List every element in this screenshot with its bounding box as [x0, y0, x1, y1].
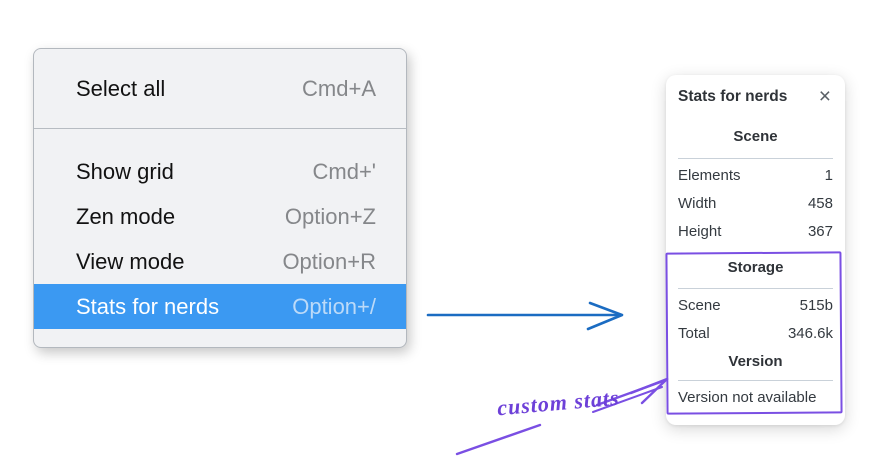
section-heading-scene: Scene — [733, 128, 778, 145]
section-heading-version: Version — [728, 353, 783, 370]
menu-section-main: Show grid Cmd+' Zen mode Option+Z View m… — [34, 129, 406, 347]
context-menu: Select all Cmd+A Show grid Cmd+' Zen mod… — [33, 48, 407, 348]
stats-panel-header: Stats for nerds × — [678, 85, 833, 109]
menu-item-stats-for-nerds[interactable]: Stats for nerds Option+/ — [34, 284, 406, 329]
menu-section-top: Select all Cmd+A — [34, 49, 406, 129]
menu-item-shortcut: Option+/ — [292, 293, 376, 319]
annotation-arrow-shaft-lower — [455, 423, 542, 456]
stats-panel-title: Stats for nerds — [678, 88, 788, 105]
arrow-head — [586, 301, 624, 331]
annotation-arrow-head — [640, 377, 669, 405]
menu-item-view-mode[interactable]: View mode Option+R — [34, 239, 406, 284]
stat-value: 346.6k — [787, 325, 833, 342]
menu-item-label: View mode — [76, 248, 185, 274]
stat-label: Width — [678, 195, 717, 212]
annotation-label: custom stats — [496, 384, 621, 421]
divider — [678, 288, 833, 289]
menu-item-shortcut: Cmd+' — [312, 158, 377, 184]
storage-stat-rows: Scene 515b Total 346.6k — [678, 292, 833, 348]
stats-panel: Stats for nerds × Scene Elements 1 Width… — [666, 75, 845, 425]
stat-row-width: Width 458 — [678, 190, 833, 218]
stat-label: Scene — [678, 297, 721, 314]
menu-item-shortcut: Option+R — [282, 248, 376, 274]
menu-item-label: Show grid — [76, 158, 174, 184]
menu-item-label: Select all — [76, 75, 166, 101]
section-heading-storage: Storage — [727, 259, 784, 276]
menu-item-show-grid[interactable]: Show grid Cmd+' — [34, 149, 406, 194]
stat-value: 515b — [799, 297, 833, 314]
menu-item-zen-mode[interactable]: Zen mode Option+Z — [34, 194, 406, 239]
close-icon[interactable]: × — [818, 85, 831, 108]
scene-stat-rows: Elements 1 Width 458 Height 367 — [678, 162, 833, 246]
version-note: Version not available — [678, 389, 817, 406]
stat-value: 458 — [807, 195, 833, 212]
stat-value: 1 — [824, 167, 833, 184]
stat-row-elements: Elements 1 — [678, 162, 833, 190]
menu-item-shortcut: Option+Z — [284, 203, 376, 229]
menu-item-shortcut: Cmd+A — [302, 75, 376, 101]
menu-to-panel-arrow — [426, 301, 624, 331]
menu-item-label: Stats for nerds — [76, 293, 220, 319]
stat-value: 367 — [807, 223, 833, 240]
annotation-arrow-head — [629, 377, 669, 395]
divider — [678, 380, 833, 381]
stat-label: Height — [678, 223, 722, 240]
stat-label: Elements — [678, 167, 741, 184]
stat-row-scene: Scene 515b — [678, 292, 833, 320]
menu-item-label: Zen mode — [76, 203, 176, 229]
stat-row-total: Total 346.6k — [678, 320, 833, 348]
divider — [678, 158, 833, 159]
menu-item-select-all[interactable]: Select all Cmd+A — [34, 62, 406, 115]
stat-label: Total — [678, 325, 710, 342]
stat-row-height: Height 367 — [678, 218, 833, 246]
